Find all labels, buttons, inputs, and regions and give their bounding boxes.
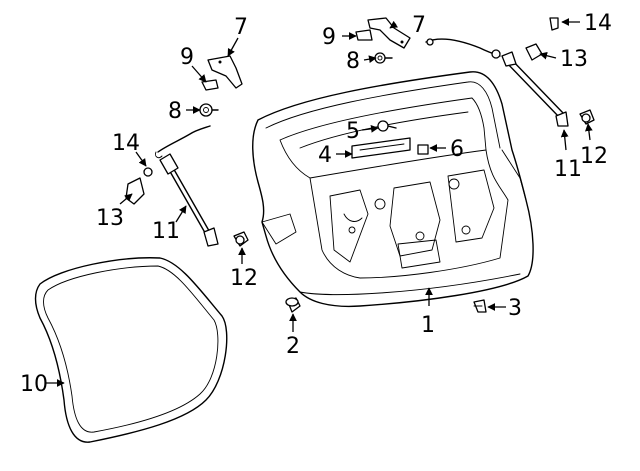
- callout-13-right: 13: [560, 47, 588, 72]
- callout-8-left: 8: [168, 99, 182, 124]
- garnish-bar-part: [351, 137, 411, 159]
- callout-11-right: 11: [554, 157, 582, 182]
- right-stud-part: [579, 109, 595, 125]
- left-strut-part: [159, 153, 219, 247]
- bumper-part: [285, 297, 301, 313]
- retainer-clip-part: [473, 299, 487, 313]
- callout-9-left: 9: [180, 45, 194, 70]
- callout-6: 6: [450, 137, 464, 162]
- left-bracket-part: [125, 177, 145, 205]
- right-cable-part: [425, 38, 501, 59]
- callout-12-right: 12: [580, 144, 608, 169]
- callout-11-left: 11: [152, 219, 180, 244]
- weatherstrip-part: [34, 257, 228, 443]
- left-stud-part: [233, 231, 249, 247]
- right-pin-part: [549, 17, 559, 31]
- right-bracket-part: [525, 43, 543, 61]
- bolt-part: [377, 120, 397, 132]
- right-nut-part: [355, 29, 373, 41]
- callout-13-left: 13: [96, 206, 124, 231]
- callout-10: 10: [20, 372, 48, 397]
- callout-7-right: 7: [412, 13, 426, 38]
- left-washer-part: [199, 103, 219, 117]
- clip-part: [417, 144, 429, 155]
- callout-3: 3: [508, 296, 522, 321]
- callout-14-left: 14: [112, 131, 140, 156]
- left-nut-part: [201, 79, 219, 91]
- left-hinge-part: [207, 55, 243, 89]
- left-cable-part: [143, 125, 211, 177]
- callout-7-left: 7: [234, 15, 248, 40]
- right-hinge-part: [367, 17, 411, 49]
- liftgate-part: [252, 71, 534, 308]
- right-washer-part: [374, 52, 393, 64]
- callout-4: 4: [318, 143, 332, 168]
- callout-5: 5: [346, 119, 360, 144]
- callout-12-left: 12: [230, 266, 258, 291]
- right-strut-part: [501, 51, 569, 127]
- callout-8-right: 8: [346, 49, 360, 74]
- callout-1: 1: [421, 313, 435, 338]
- callout-14-right: 14: [584, 11, 612, 36]
- callout-2: 2: [286, 334, 300, 359]
- callout-9-right: 9: [322, 25, 336, 50]
- leader-lines: [46, 18, 593, 387]
